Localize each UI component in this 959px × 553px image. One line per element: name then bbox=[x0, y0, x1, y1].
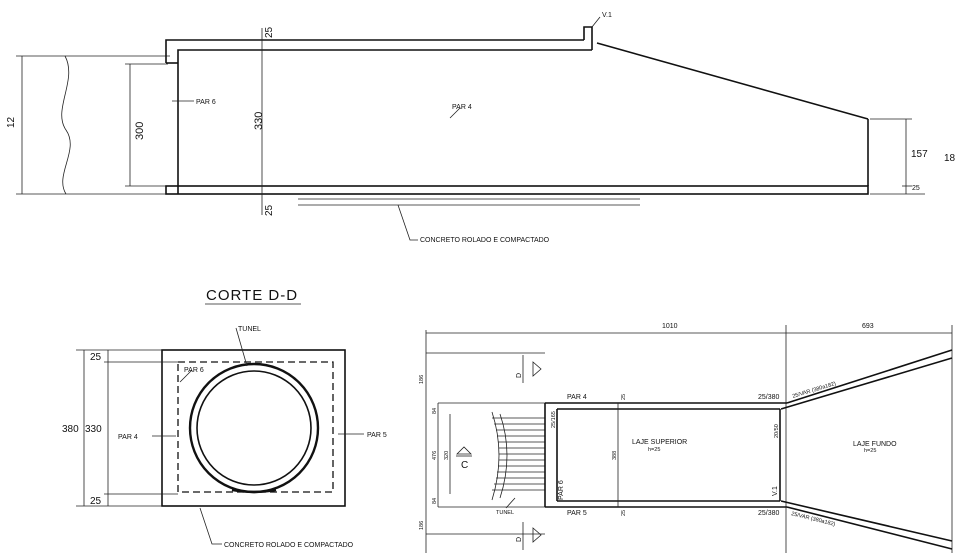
dimension-25-bottom: 25 bbox=[264, 204, 275, 216]
dim-20-50: 20/50 bbox=[774, 424, 780, 438]
dimension-330: 330 bbox=[85, 424, 102, 435]
dim-186-bottom: 186 bbox=[419, 521, 425, 530]
tunnel-hatch: TUNEL bbox=[491, 411, 545, 516]
label-v1: V.1 bbox=[772, 486, 779, 496]
leader-line bbox=[449, 107, 461, 119]
section-dd: CORTE D-D 25 380 330 25 TUNEL PAR 6 PAR … bbox=[62, 287, 387, 549]
label-par6: PAR 6 bbox=[196, 99, 216, 106]
label-v1: V.1 bbox=[602, 12, 612, 19]
dim-320: 320 bbox=[444, 451, 450, 460]
label-laje-superior-h: h=25 bbox=[648, 447, 660, 453]
label-par5: PAR 5 bbox=[567, 510, 587, 517]
label-laje-fundo: LAJE FUNDO bbox=[853, 441, 897, 448]
section-arrow bbox=[532, 361, 542, 377]
label-par4: PAR 4 bbox=[118, 434, 138, 441]
label-laje-superior: LAJE SUPERIOR bbox=[632, 439, 687, 446]
longitudinal-section: 12 300 V.1 25 330 25 PAR 6 PAR 4 bbox=[6, 12, 956, 244]
slope-line bbox=[596, 42, 869, 120]
wing-top-inner bbox=[780, 357, 953, 410]
section-title: CORTE D-D bbox=[206, 287, 298, 304]
label-concrete: CONCRETO ROLADO E COMPACTADO bbox=[420, 237, 550, 244]
outer-box bbox=[161, 349, 346, 507]
tunnel-base bbox=[231, 488, 277, 494]
dim-25-var-top: 25/VAR (380a182) bbox=[792, 381, 837, 400]
section-arrow bbox=[532, 527, 542, 543]
wing-bottom-inner bbox=[780, 500, 953, 542]
dim-84-bottom: 84 bbox=[432, 498, 438, 504]
v1-notch bbox=[583, 26, 593, 50]
dimension-330: 330 bbox=[253, 112, 265, 130]
dim-84-top: 84 bbox=[432, 408, 438, 414]
section-mark-c: C bbox=[461, 460, 468, 471]
section-arrow-c bbox=[456, 446, 472, 455]
dim-476: 476 bbox=[432, 451, 438, 460]
bottom-slab bbox=[165, 185, 869, 195]
plan-view: 1010 693 186 84 320 84 186 476 D D C bbox=[419, 323, 953, 553]
dim-25-380-top: 25/380 bbox=[758, 394, 780, 401]
dimension-25-top: 25 bbox=[264, 26, 275, 38]
dimension-25-right: 25 bbox=[912, 185, 920, 192]
dim-186-top: 186 bbox=[419, 375, 425, 384]
dimension-380: 380 bbox=[62, 424, 79, 435]
tunnel-edge bbox=[491, 411, 500, 501]
leader-line bbox=[235, 327, 248, 367]
dimension-12: 12 bbox=[6, 116, 17, 128]
label-tunel: TUNEL bbox=[238, 326, 261, 333]
leader-line bbox=[179, 369, 193, 383]
section-mark-d-top: D bbox=[516, 373, 523, 378]
section-mark-d-bottom: D bbox=[516, 537, 523, 542]
leader-line bbox=[505, 497, 516, 509]
tunnel-inner bbox=[196, 370, 312, 486]
dimension-300: 300 bbox=[134, 122, 146, 140]
break-line bbox=[61, 55, 71, 195]
dimension-18: 18 bbox=[944, 153, 956, 164]
top-slab-outer bbox=[165, 39, 584, 63]
label-tunel-small: TUNEL bbox=[496, 510, 514, 516]
label-laje-fundo-h: h=25 bbox=[864, 448, 876, 454]
dimension-157: 157 bbox=[911, 149, 928, 160]
dim-25-top: 25 bbox=[621, 394, 627, 400]
dimension-1010: 1010 bbox=[662, 323, 678, 330]
label-par5: PAR 5 bbox=[367, 432, 387, 439]
wing-top-outer bbox=[786, 349, 953, 404]
top-slab-inner bbox=[177, 49, 592, 194]
tunnel-outer bbox=[188, 362, 320, 494]
leader-line bbox=[397, 204, 418, 241]
tunnel-edge bbox=[499, 413, 508, 499]
dim-25-380-bottom: 25/380 bbox=[758, 510, 780, 517]
label-par4: PAR 4 bbox=[567, 394, 587, 401]
label-par6: PAR 6 bbox=[558, 480, 565, 500]
wing-bottom-outer bbox=[786, 506, 953, 550]
leader-line bbox=[199, 507, 222, 545]
dim-25-165: 25/165 bbox=[551, 411, 557, 428]
label-par6: PAR 6 bbox=[184, 367, 204, 374]
dim-25-bottom: 25 bbox=[621, 510, 627, 516]
dimension-25-top: 25 bbox=[90, 352, 102, 363]
label-par4: PAR 4 bbox=[452, 104, 472, 111]
leader-line bbox=[591, 16, 601, 28]
dimension-25-bottom: 25 bbox=[90, 496, 102, 507]
dimension-693: 693 bbox=[862, 323, 874, 330]
dim-388: 388 bbox=[612, 451, 618, 460]
inner-dashed-box bbox=[177, 361, 334, 493]
label-concrete: CONCRETO ROLADO E COMPACTADO bbox=[224, 542, 354, 549]
